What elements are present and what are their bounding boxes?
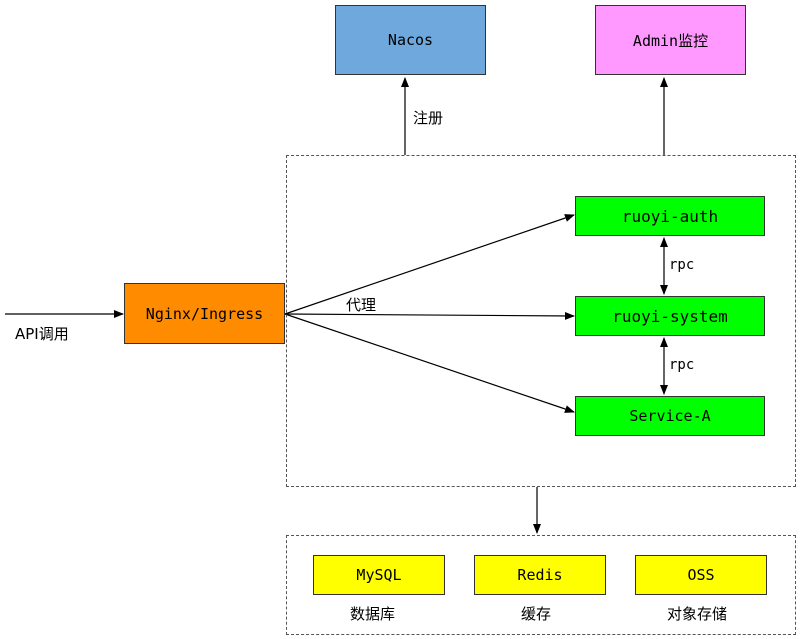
storage-group (286, 535, 796, 635)
admin-label: Admin监控 (632, 31, 709, 50)
nacos-node: Nacos (335, 5, 486, 75)
nacos-label: Nacos (387, 31, 434, 49)
proxy-label: 代理 (346, 296, 377, 314)
service-group (286, 155, 796, 487)
proxy-arrow-auth (284, 214, 575, 315)
service-a-node: Service-A (575, 396, 765, 436)
cache-caption: 缓存 (521, 605, 552, 623)
oss-label: OSS (687, 566, 715, 584)
service-a-label: Service-A (629, 407, 711, 425)
nginx-label: Nginx/Ingress (145, 304, 264, 323)
ruoyi-auth-node: ruoyi-auth (575, 196, 765, 236)
object-storage-caption: 对象存储 (667, 605, 728, 623)
oss-node: OSS (635, 555, 767, 595)
redis-node: Redis (474, 555, 606, 595)
rpc-label-bottom: rpc (669, 357, 695, 373)
admin-node: Admin监控 (595, 5, 746, 75)
proxy-arrow-system (284, 311, 575, 320)
rpc-label-top: rpc (669, 257, 695, 273)
nginx-node: Nginx/Ingress (124, 283, 285, 344)
register-label: 注册 (413, 109, 444, 127)
api-call-label: API调用 (15, 325, 69, 343)
ruoyi-auth-label: ruoyi-auth (621, 206, 719, 226)
mysql-node: MySQL (313, 555, 445, 595)
redis-label: Redis (517, 566, 563, 584)
mysql-label: MySQL (356, 566, 402, 584)
database-caption: 数据库 (350, 605, 396, 623)
ruoyi-system-label: ruoyi-system (612, 306, 728, 326)
proxy-arrow-service-a (284, 313, 575, 413)
ruoyi-system-node: ruoyi-system (575, 296, 765, 336)
